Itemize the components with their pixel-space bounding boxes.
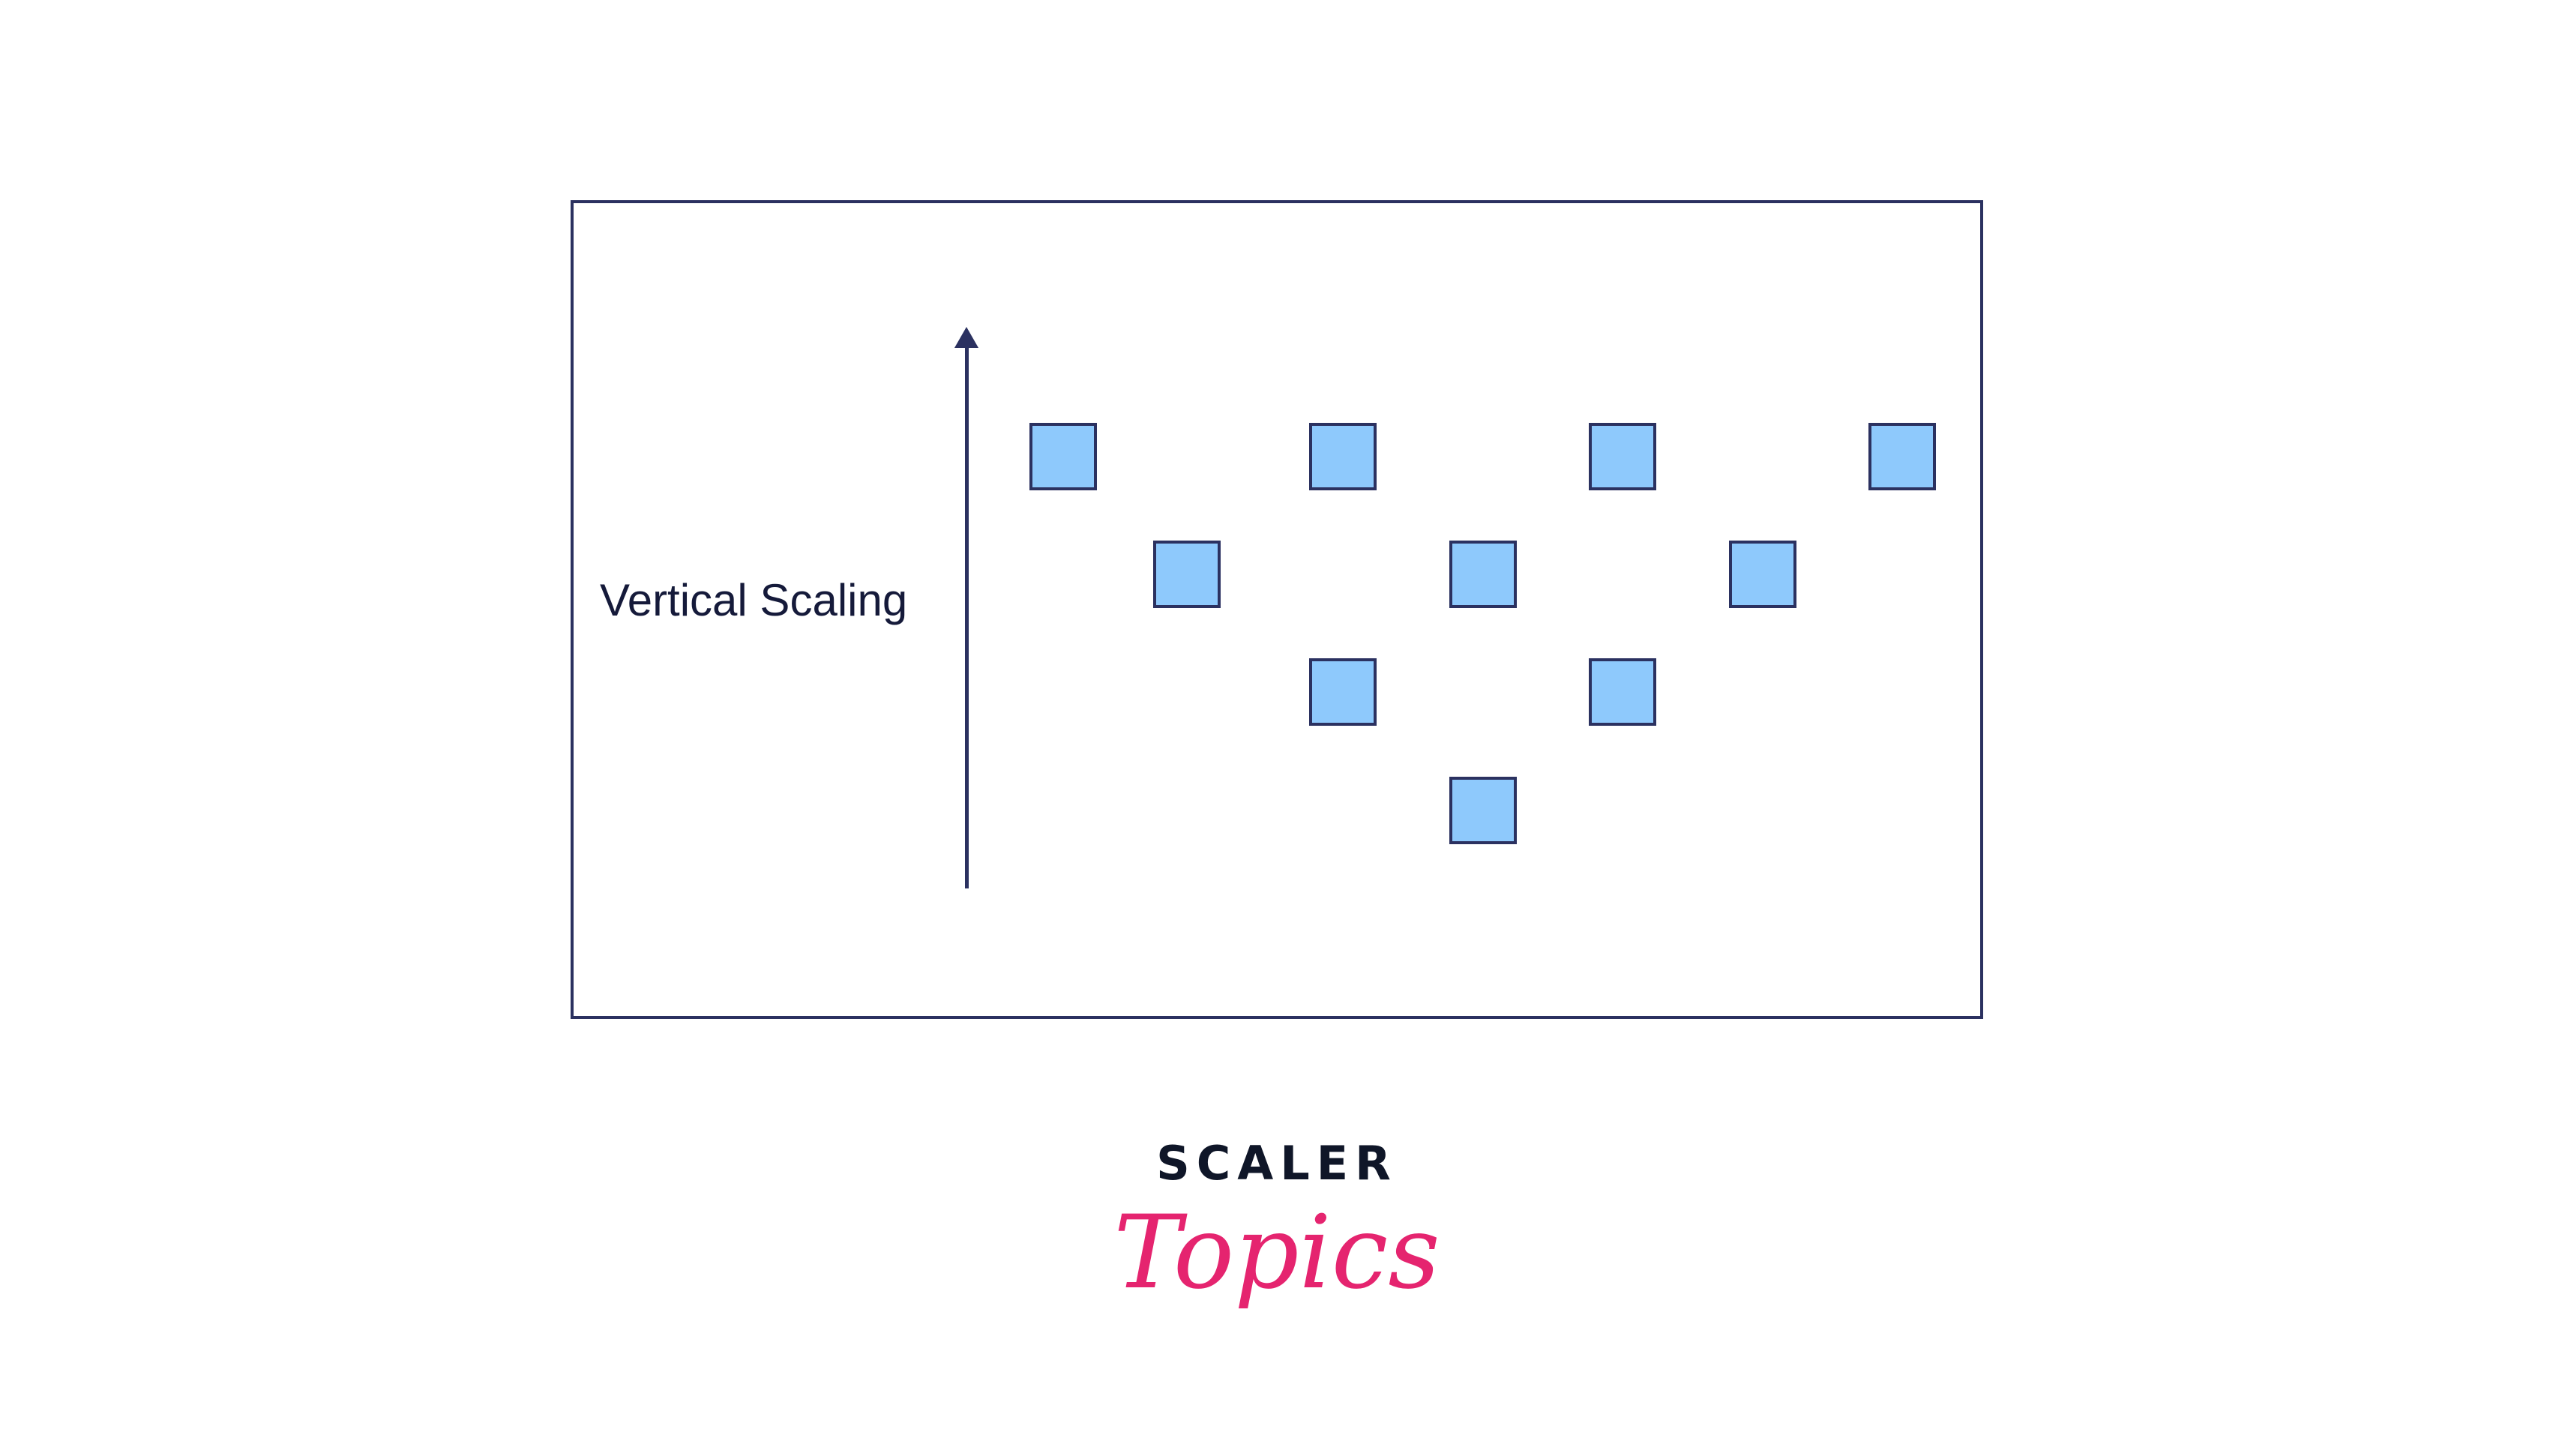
node-square xyxy=(1029,423,1097,490)
up-arrow-shaft xyxy=(965,341,969,888)
node-square xyxy=(1309,423,1377,490)
node-square xyxy=(1449,777,1517,844)
vertical-scaling-label: Vertical Scaling xyxy=(600,575,908,625)
node-square xyxy=(1589,658,1656,726)
node-square xyxy=(1589,423,1656,490)
up-arrow-icon xyxy=(954,327,978,348)
node-square xyxy=(1309,658,1377,726)
node-square xyxy=(1153,541,1221,608)
logo-scaler: SCALER xyxy=(1156,1136,1398,1191)
node-square xyxy=(1868,423,1936,490)
diagram-frame xyxy=(571,200,1983,1019)
logo-topics: Topics xyxy=(1113,1194,1440,1311)
node-square xyxy=(1729,541,1796,608)
node-square xyxy=(1449,541,1517,608)
